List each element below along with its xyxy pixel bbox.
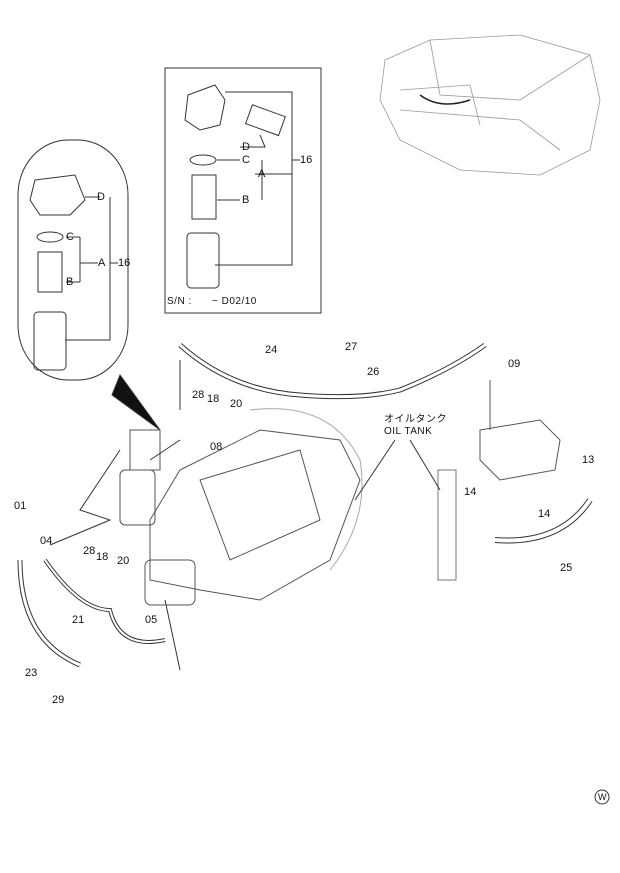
callout-25: 25 xyxy=(560,562,573,574)
inset-rounded-label-a: A xyxy=(98,257,106,269)
callout-18-top: 18 xyxy=(207,393,220,405)
callout-01: 01 xyxy=(14,500,27,512)
callout-08: 08 xyxy=(210,441,223,453)
inset-rounded-label-c: C xyxy=(66,231,74,243)
inset-box-label-16: 16 xyxy=(300,154,313,166)
callout-18-bottom: 18 xyxy=(96,551,109,563)
pump-assembly xyxy=(119,408,363,606)
callout-14-upper: 14 xyxy=(464,486,477,498)
inset-rounded-label-16: 16 xyxy=(118,257,131,269)
inset-box-label-b: B xyxy=(242,194,250,206)
callout-28-bottom: 28 xyxy=(83,545,96,557)
callout-13: 13 xyxy=(582,454,595,466)
inset-box-label-d: D xyxy=(242,141,250,153)
callout-23: 23 xyxy=(25,667,38,679)
callout-24: 24 xyxy=(265,344,278,356)
callout-26: 26 xyxy=(367,366,380,378)
valve-block xyxy=(479,380,561,481)
callout-27: 27 xyxy=(345,341,358,353)
inset-rounded-parts xyxy=(29,174,118,371)
callout-20-top: 20 xyxy=(230,398,243,410)
inset-box-label-a: A xyxy=(258,168,266,180)
inset-rounded-label-d: D xyxy=(97,191,105,203)
hose-21 xyxy=(43,558,166,644)
callout-09: 09 xyxy=(508,358,521,370)
inset-rounded-frame xyxy=(17,139,129,381)
watermark-circle xyxy=(594,789,610,805)
watermark-w: W xyxy=(598,792,607,802)
serial-prefix: S/N : xyxy=(167,296,192,307)
serial-range: ~ D02/10 xyxy=(212,296,257,307)
callout-29: 29 xyxy=(52,694,65,706)
inset-rounded-label-b: B xyxy=(66,276,74,288)
oil-tank-label-en: OIL TANK xyxy=(384,426,433,437)
callout-20-bottom: 20 xyxy=(117,555,130,567)
callout-04: 04 xyxy=(40,535,53,547)
inset-pointer xyxy=(111,373,161,431)
callout-21: 21 xyxy=(72,614,85,626)
callout-05: 05 xyxy=(145,614,158,626)
callout-28-top: 28 xyxy=(192,389,205,401)
inset-box-parts xyxy=(184,84,300,289)
oil-tank-label-jp: オイルタンク xyxy=(384,414,447,425)
machine-overview xyxy=(379,34,601,176)
inset-box-label-c: C xyxy=(242,154,250,166)
callout-14-lower: 14 xyxy=(538,508,551,520)
inset-box-frame xyxy=(164,67,322,314)
oil-tank-panel xyxy=(437,469,457,581)
